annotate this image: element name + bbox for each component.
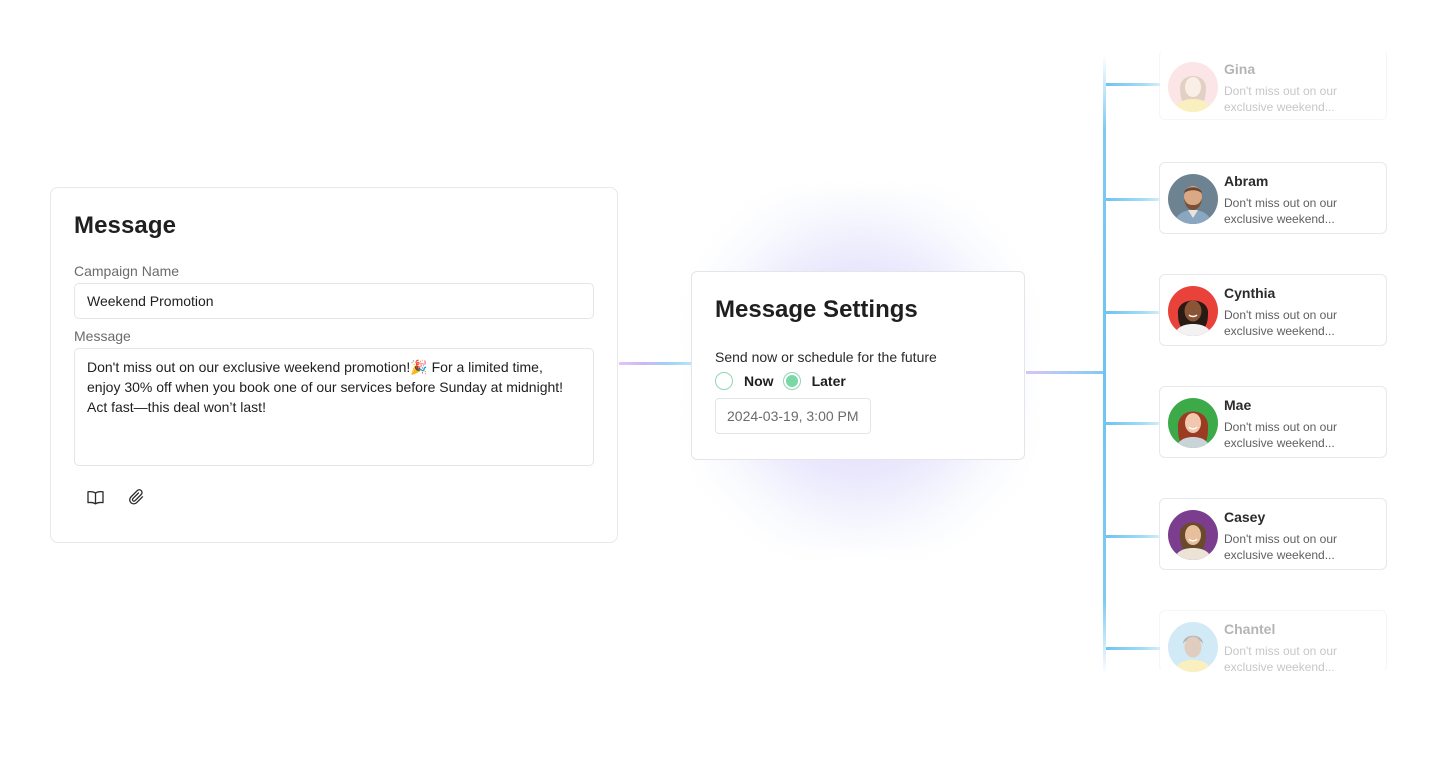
message-settings-card: Message Settings Send now or schedule fo… [691,271,1025,460]
recipient-message-snippet: Don't miss out on our exclusive weekend.… [1224,644,1338,674]
paperclip-icon[interactable] [126,486,148,508]
recipient-message-snippet: Don't miss out on our exclusive weekend.… [1224,308,1338,338]
recipient-message-snippet: Don't miss out on our exclusive weekend.… [1224,532,1338,562]
recipients-trunk-line [1103,55,1106,675]
branch-line [1106,198,1160,201]
radio-selected-dot [785,375,798,387]
avatar [1168,62,1218,112]
recipient-card-abram[interactable]: Abram Don't miss out on our exclusive we… [1159,162,1387,234]
avatar [1168,622,1218,672]
recipient-card-mae[interactable]: Mae Don't miss out on our exclusive week… [1159,386,1387,458]
message-textarea[interactable]: Don't miss out on our exclusive weekend … [74,348,594,466]
campaign-name-label: Campaign Name [74,263,180,279]
recipient-card-chantel[interactable]: Chantel Don't miss out on our exclusive … [1159,610,1387,674]
recipient-name: Chantel [1224,621,1276,637]
schedule-description: Send now or schedule for the future [715,349,937,365]
message-toolbar [74,486,594,508]
branch-line [1106,422,1160,425]
recipient-card-casey[interactable]: Casey Don't miss out on our exclusive we… [1159,498,1387,570]
radio-later-label[interactable]: Later [811,373,846,389]
radio-now[interactable] [715,372,733,390]
branch-line [1106,311,1160,314]
message-card: Message Campaign Name Weekend Promotion … [50,187,618,543]
recipient-card-cynthia[interactable]: Cynthia Don't miss out on our exclusive … [1159,274,1387,346]
message-label: Message [74,328,131,344]
branch-line [1106,83,1160,86]
connector-message-to-settings [619,362,691,365]
campaign-name-input[interactable]: Weekend Promotion [74,283,594,319]
recipient-message-snippet: Don't miss out on our exclusive weekend.… [1224,84,1338,114]
book-icon[interactable] [84,486,106,508]
avatar [1168,286,1218,336]
recipient-message-snippet: Don't miss out on our exclusive weekend.… [1224,196,1338,226]
recipient-name: Mae [1224,397,1252,413]
recipient-message-snippet: Don't miss out on our exclusive weekend.… [1224,420,1338,450]
recipient-name: Cynthia [1224,285,1276,301]
message-card-title: Message [74,212,177,239]
branch-line [1106,535,1160,538]
schedule-datetime-input[interactable]: 2024-03-19, 3:00 PM [715,398,871,434]
radio-later[interactable] [782,372,801,390]
recipient-name: Gina [1224,61,1256,77]
branch-line [1106,647,1160,650]
settings-card-title: Message Settings [715,296,918,323]
recipient-card-gina[interactable]: Gina Don't miss out on our exclusive wee… [1159,50,1387,120]
recipient-name: Abram [1224,173,1269,189]
send-timing-radio-group: Now Later [715,371,1001,391]
avatar [1168,398,1218,448]
avatar [1168,174,1218,224]
connector-settings-to-recipients [1026,371,1106,374]
radio-now-label[interactable]: Now [744,373,774,389]
recipient-name: Casey [1224,509,1266,525]
avatar [1168,510,1218,560]
